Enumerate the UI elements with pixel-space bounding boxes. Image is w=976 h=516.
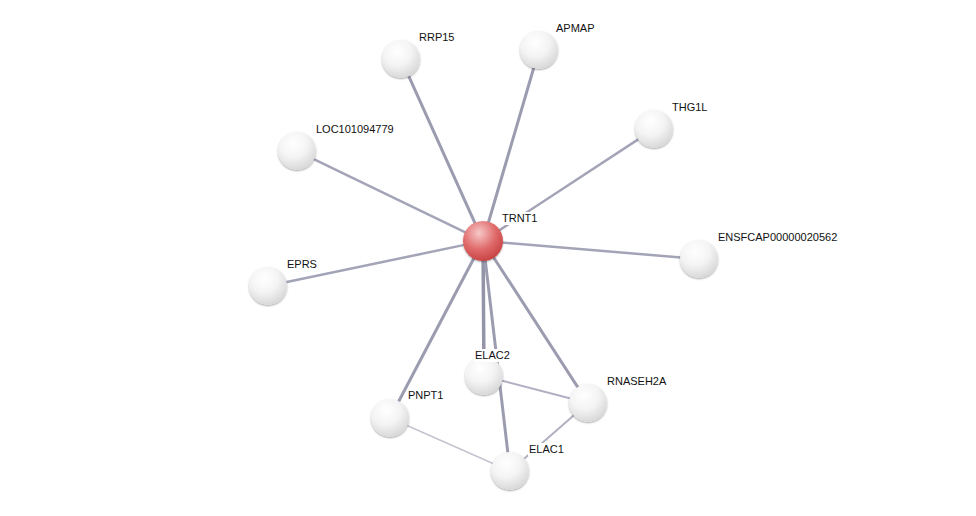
node-label: EPRS (286, 258, 318, 271)
interaction-edge (481, 260, 485, 358)
node-label: RNASEH2A (606, 375, 667, 388)
node-label: ELAC2 (474, 349, 511, 362)
protein-node: RNASEH2A (569, 384, 607, 422)
interaction-edge (502, 243, 681, 258)
interaction-edge (499, 139, 639, 231)
node-label: RRP15 (418, 31, 455, 44)
node-label: ENSFCAP00000020562 (717, 231, 838, 244)
protein-node: THG1L (635, 110, 673, 148)
node-label: THG1L (671, 101, 708, 114)
interaction-edge (313, 159, 466, 233)
protein-node: ENSFCAP00000020562 (680, 240, 718, 278)
protein-node: ELAC2 (465, 357, 503, 395)
interaction-edge (406, 425, 493, 463)
interaction-edge (286, 245, 465, 282)
protein-node: ELAC1 (491, 452, 529, 490)
node-label: LOC101094779 (315, 123, 395, 136)
node-label: TRNT1 (501, 212, 538, 225)
node-label: PNPT1 (407, 389, 444, 402)
node-label: APMAP (555, 22, 596, 35)
interaction-edge (408, 75, 475, 223)
interaction-edge (398, 258, 474, 402)
query-protein-node: TRNT1 (463, 221, 503, 261)
protein-node: EPRS (249, 267, 287, 305)
protein-node: APMAP (520, 31, 558, 69)
interaction-edge (524, 415, 575, 459)
interaction-edge (501, 381, 570, 399)
node-label: ELAC1 (528, 443, 565, 456)
interaction-edge (493, 257, 578, 388)
protein-node: PNPT1 (371, 399, 409, 437)
protein-node: LOC101094779 (278, 132, 316, 170)
protein-node: RRP15 (382, 40, 420, 78)
interaction-edge (488, 67, 534, 222)
